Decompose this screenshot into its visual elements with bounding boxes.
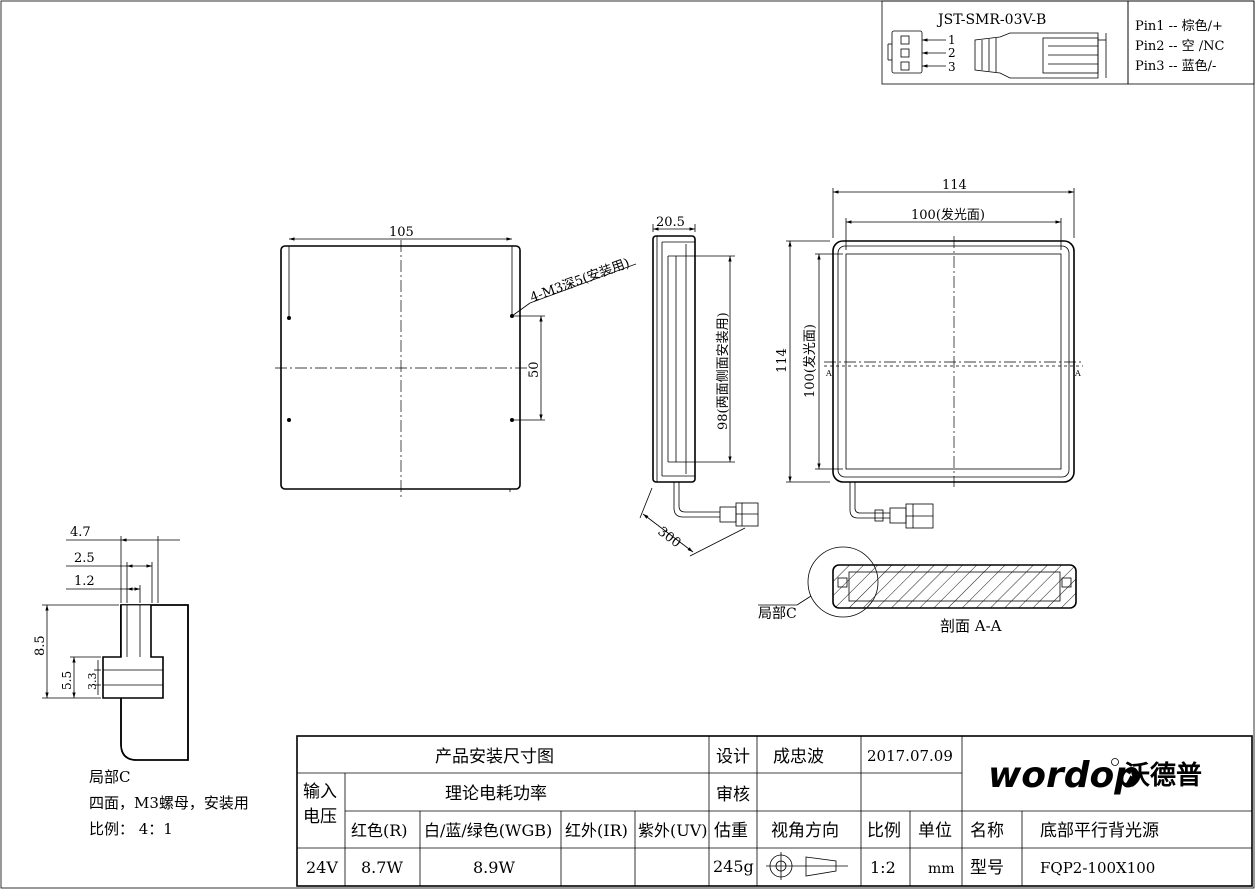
- detail-dim-4-7: 4.7: [70, 525, 91, 540]
- connector-box: JST-SMR-03V-B 1 2 3: [881, 0, 1255, 85]
- input-voltage-label: 输入电压: [303, 782, 337, 827]
- detail-dim-3-3: 3.3: [86, 673, 99, 691]
- side-height-dim: 98(两面侧面安装用): [716, 312, 731, 430]
- scale-label: 比例: [867, 821, 901, 841]
- detail-title: 局部C: [89, 768, 130, 786]
- name-value: 底部平行背光源: [1040, 821, 1159, 841]
- voltage-value: 24V: [306, 858, 338, 877]
- wbg-power-value: 8.9W: [473, 858, 515, 877]
- cable-length-dim: 300: [655, 524, 684, 551]
- pin-3-assignment: Pin3 -- 蓝色/-: [1135, 58, 1216, 74]
- pin-2-assignment: Pin2 -- 空 /NC: [1135, 39, 1224, 54]
- detail-dim-1-2: 1.2: [74, 574, 95, 589]
- section-mark-left: A: [825, 369, 832, 378]
- model-label: 型号: [970, 858, 1004, 878]
- power-header: 理论电耗功率: [445, 784, 547, 804]
- back-emit-height-dim: 100(发光面): [802, 324, 818, 398]
- detail-dim-8-5: 8.5: [33, 635, 48, 656]
- connector-model: JST-SMR-03V-B: [936, 12, 1046, 28]
- red-power-value: 8.7W: [361, 858, 403, 877]
- logo-degree-mark: [1111, 758, 1119, 766]
- drawing-title: 产品安装尺寸图: [435, 747, 554, 767]
- back-view: [786, 188, 1083, 529]
- projection-label: 视角方向: [771, 821, 839, 841]
- designer-name: 成忠波: [773, 747, 824, 767]
- pin-number-2: 2: [948, 46, 956, 60]
- back-emit-width-dim: 100(发光面): [911, 207, 985, 223]
- pin-1-assignment: Pin1 -- 棕色/+: [1135, 18, 1223, 34]
- detail-note: 四面，M3螺母，安装用: [89, 794, 249, 812]
- brand-logo-cn: 沃德普: [1124, 760, 1202, 791]
- back-outer-width-dim: 114: [942, 178, 967, 193]
- brand-logo-latin: wordop: [988, 755, 1140, 796]
- projection-symbol-icon: [766, 852, 848, 880]
- back-outer-height-dim: 114: [775, 348, 790, 373]
- design-label: 设计: [716, 747, 750, 767]
- title-block: [296, 735, 1253, 887]
- drawing-date: 2017.07.09: [867, 747, 953, 765]
- hole-spacing-dim: 50: [527, 361, 542, 378]
- red-label: 红色(R): [351, 821, 408, 840]
- unit-value: mm: [928, 861, 955, 877]
- section-view: [758, 546, 1077, 618]
- connector-plug-icon: [887, 30, 946, 74]
- pin-number-3: 3: [948, 60, 956, 74]
- connector-side-icon: [974, 32, 1107, 79]
- detail-scale: 比例： 4：1: [89, 820, 173, 838]
- weight-label: 估重: [714, 821, 748, 841]
- weight-value: 245g: [713, 857, 754, 876]
- pin-number-1: 1: [948, 33, 956, 47]
- front-width-dim: 105: [389, 225, 414, 240]
- scale-value: 1:2: [870, 858, 896, 877]
- brand-logo: wordop 沃德普: [988, 755, 1202, 796]
- uv-label: 紫外(UV): [638, 821, 708, 840]
- detail-dim-5-5: 5.5: [60, 671, 74, 690]
- hole-note: 4-M3深5(安装用): [528, 256, 631, 306]
- front-view: [275, 237, 637, 498]
- detail-dim-2-5: 2.5: [74, 551, 95, 566]
- review-label: 审核: [716, 785, 750, 805]
- section-mark-right: A: [1074, 369, 1081, 378]
- side-thickness-dim: 20.5: [656, 215, 685, 230]
- name-label: 名称: [970, 821, 1004, 841]
- wbg-label: 白/蓝/绿色(WGB): [424, 821, 552, 840]
- unit-label: 单位: [918, 821, 952, 841]
- ir-label: 红外(IR): [565, 821, 628, 840]
- detail-view: [42, 536, 189, 761]
- model-value: FQP2-100X100: [1040, 859, 1155, 877]
- section-a-a-label: 剖面 A-A: [940, 617, 1002, 635]
- section-detail-label: 局部C: [758, 606, 797, 622]
- side-view: [639, 224, 759, 557]
